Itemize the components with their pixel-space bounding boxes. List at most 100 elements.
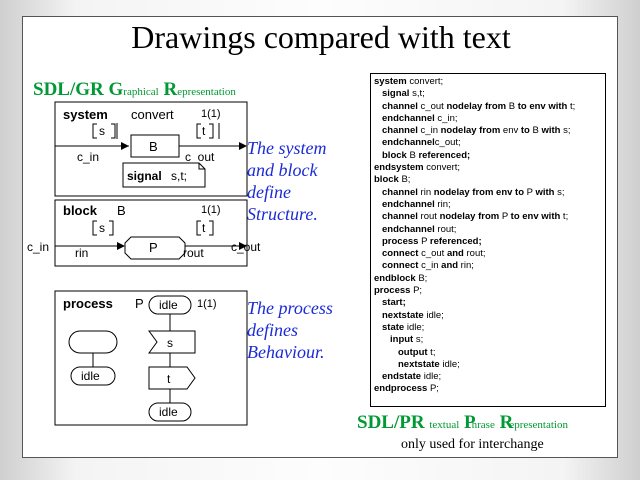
pr-identifier: t; bbox=[427, 346, 436, 358]
pr-line: signal s,t; bbox=[374, 88, 605, 100]
pr-identifier: P; bbox=[427, 383, 439, 395]
pr-line: channel rin nodelay from env to P with s… bbox=[374, 187, 605, 199]
system-frame bbox=[54, 101, 248, 197]
block-route-out-label: rout bbox=[183, 246, 204, 260]
slide-frame: Drawings compared with text SDL/GR Graph… bbox=[22, 16, 618, 458]
behaviour-note-line: Behaviour. bbox=[247, 342, 325, 362]
block-route-out-arrow bbox=[239, 242, 247, 250]
process-state-bottom bbox=[148, 402, 192, 422]
pr-keyword: and bbox=[441, 260, 459, 272]
pr-keyword: nodelay from bbox=[439, 211, 500, 223]
process-page: 1(1) bbox=[197, 298, 217, 310]
pr-line: process P; bbox=[374, 285, 605, 297]
behaviour-note-line: The process bbox=[247, 298, 333, 318]
pr-identifier: c_out bbox=[417, 100, 447, 112]
pr-heading-p-rest: hrase bbox=[471, 419, 495, 431]
pr-identifier: P bbox=[418, 235, 430, 247]
pr-identifier: s; bbox=[413, 334, 424, 346]
pr-keyword: connect bbox=[382, 248, 419, 260]
pr-identifier: env bbox=[500, 125, 521, 137]
block-env-out-label: c_out bbox=[231, 240, 261, 254]
pr-identifier: rout; bbox=[434, 223, 457, 235]
pr-identifier: idle; bbox=[404, 321, 425, 333]
pr-identifier: B bbox=[406, 149, 419, 161]
pr-line: output t; bbox=[374, 347, 605, 359]
pr-identifier: P; bbox=[410, 285, 423, 297]
system-signal-decl: s,t; bbox=[171, 169, 187, 183]
pr-line: channel c_out nodelay from B to env with… bbox=[374, 101, 605, 113]
pr-line: connect c_out and rout; bbox=[374, 248, 605, 260]
gr-heading: SDL/GR Graphical Representation bbox=[33, 79, 236, 101]
block-s-bracket-left bbox=[92, 220, 97, 236]
pr-identifier: rin; bbox=[458, 260, 474, 272]
pr-keyword: with bbox=[541, 125, 561, 137]
process-output-label: t bbox=[167, 372, 171, 386]
pr-keyword: referenced; bbox=[429, 235, 482, 247]
pr-keyword: nodelay from bbox=[440, 125, 501, 137]
pr-keyword: output bbox=[398, 346, 428, 358]
pr-identifier: c_in; bbox=[434, 112, 458, 124]
gr-heading-g: G bbox=[108, 79, 124, 100]
pr-keyword: connect bbox=[382, 260, 419, 272]
block-route-in-arrow bbox=[117, 242, 125, 250]
system-text-symbol bbox=[122, 162, 206, 188]
pr-keyword: channel bbox=[382, 125, 418, 137]
pr-heading-p: P bbox=[464, 412, 476, 433]
pr-identifier: s,t; bbox=[409, 88, 425, 100]
pr-line: system convert; bbox=[374, 76, 605, 88]
pr-keyword: input bbox=[390, 334, 414, 346]
system-keyword: system bbox=[63, 107, 108, 122]
pr-keyword: channel bbox=[382, 186, 418, 198]
system-channel-in-arrow bbox=[121, 142, 129, 150]
system-text-symbol-fold bbox=[198, 163, 205, 170]
system-channel-out-arrow bbox=[239, 142, 247, 150]
pr-identifier: t; bbox=[567, 100, 576, 112]
block-route-in-label: rin bbox=[75, 246, 88, 260]
gr-heading-g-rest: raphical bbox=[123, 86, 159, 98]
pr-keyword: endchannel bbox=[382, 223, 435, 235]
pr-keyword: channel bbox=[382, 100, 418, 112]
system-block-name: B bbox=[149, 139, 158, 154]
pr-line: channel rout nodelay from P to env with … bbox=[374, 211, 605, 223]
gr-heading-r-rest: epresentation bbox=[177, 86, 236, 98]
pr-identifier: s; bbox=[554, 186, 565, 198]
structure-note: The system and block define Structure. bbox=[247, 137, 327, 225]
process-diagram: process P 1(1) idle s t idle idle bbox=[54, 290, 248, 426]
pr-line: endchannelc_out; bbox=[374, 137, 605, 149]
process-state-bottom-label: idle bbox=[159, 405, 178, 419]
pr-heading-r: R bbox=[499, 412, 514, 433]
pr-keyword: start; bbox=[382, 297, 406, 309]
pr-identifier: c_in bbox=[417, 125, 441, 137]
block-name: B bbox=[117, 203, 126, 218]
pr-line: endchannel c_in; bbox=[374, 113, 605, 125]
pr-keyword: endsystem bbox=[374, 162, 424, 174]
pr-keyword: process bbox=[382, 235, 419, 247]
pr-identifier: idle; bbox=[421, 371, 442, 383]
pr-line: endsystem convert; bbox=[374, 162, 605, 174]
block-diagram: block B 1(1) s t P rin rout c_in c_out bbox=[27, 199, 261, 267]
pr-keyword: to bbox=[520, 125, 530, 137]
pr-line: nextstate idle; bbox=[374, 359, 605, 371]
pr-identifier: rin; bbox=[434, 198, 451, 210]
behaviour-note: The process defines Behaviour. bbox=[247, 297, 333, 363]
pr-identifier: convert; bbox=[406, 76, 444, 87]
block-s-bracket-right bbox=[109, 220, 114, 236]
pr-line: input s; bbox=[374, 334, 605, 346]
block-keyword: block bbox=[63, 203, 98, 218]
pr-identifier: idle; bbox=[439, 358, 460, 370]
pr-keyword: to env with bbox=[510, 211, 561, 223]
gr-heading-part1: SDL/GR bbox=[33, 79, 104, 100]
pr-identifier: rout bbox=[417, 211, 440, 223]
pr-keyword: block bbox=[382, 149, 407, 161]
pr-heading-part1: SDL/PR bbox=[357, 412, 425, 433]
block-t-bracket-left bbox=[196, 220, 201, 236]
block-signal-s: s bbox=[99, 221, 105, 235]
pr-keyword: nextstate bbox=[398, 358, 440, 370]
pr-text-box: system convert;signal s,t;channel c_out … bbox=[370, 73, 606, 407]
structure-note-line: and block bbox=[247, 160, 318, 180]
system-s-bracket-left bbox=[92, 123, 97, 139]
process-keyword: process bbox=[63, 296, 113, 311]
pr-identifier: rin bbox=[417, 186, 434, 198]
process-input-s bbox=[148, 330, 196, 354]
structure-note-line: define bbox=[247, 182, 291, 202]
